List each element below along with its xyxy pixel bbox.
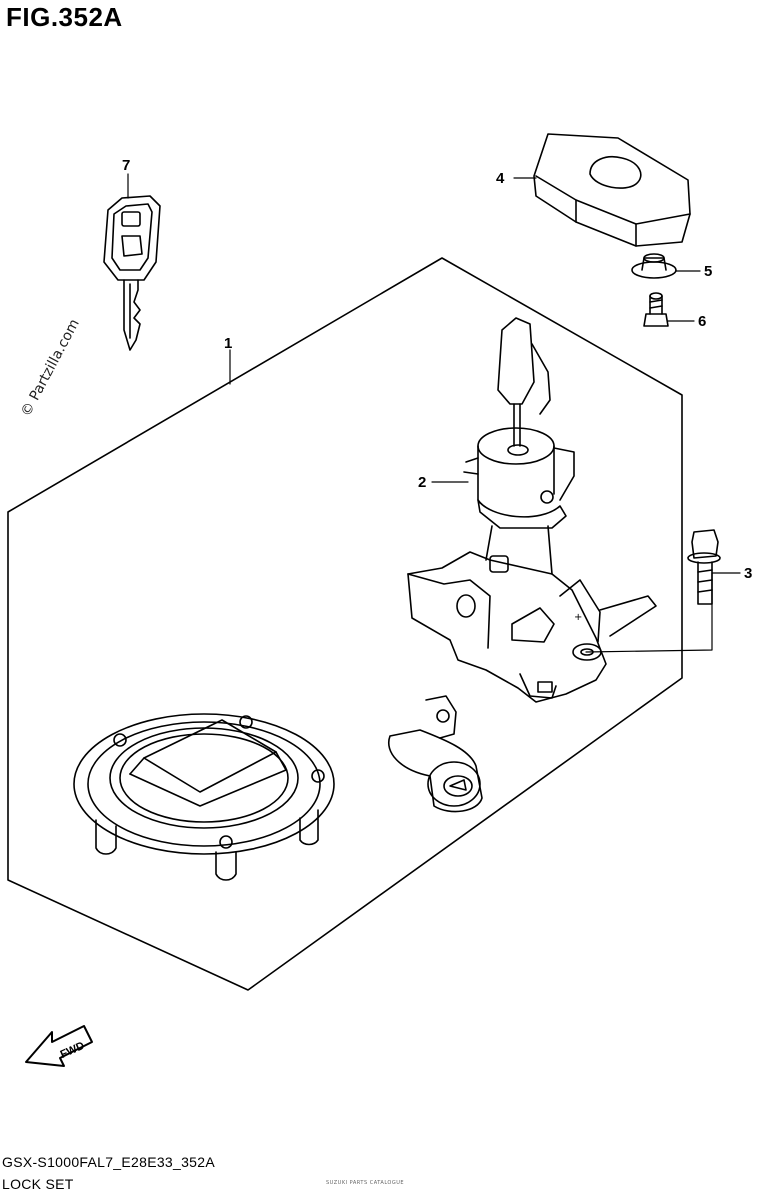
callout-6: 6 xyxy=(698,313,706,330)
callout-4: 4 xyxy=(496,170,505,187)
figure-caption: LOCK SET xyxy=(2,1176,74,1192)
callout-2: 2 xyxy=(418,474,426,491)
svg-text:+: + xyxy=(574,612,582,623)
fine-print: SUZUKI PARTS CATALOGUE xyxy=(326,1180,405,1186)
leader-lines xyxy=(127,173,741,653)
cover-drawing xyxy=(533,133,691,247)
fuel-cap-ring-drawing xyxy=(73,713,335,881)
figure-title: FIG.352A xyxy=(6,2,123,32)
lock-set-outline xyxy=(7,257,683,991)
callout-numbers: 7 1 2 3 4 5 6 xyxy=(122,157,752,582)
fwd-arrow: FWD xyxy=(25,1025,93,1067)
fwd-label: FWD xyxy=(59,1040,87,1061)
model-code: GSX-S1000FAL7_E28E33_352A xyxy=(2,1154,215,1170)
callout-1: 1 xyxy=(224,335,232,352)
key-drawing xyxy=(103,195,161,351)
callout-5: 5 xyxy=(704,263,712,280)
callout-7: 7 xyxy=(122,157,130,174)
bolt-drawing xyxy=(687,529,721,605)
ignition-switch-drawing: + xyxy=(407,317,657,703)
washer-drawing xyxy=(631,253,677,279)
callout-3: 3 xyxy=(744,565,752,582)
lock-cylinder-drawing xyxy=(388,695,483,813)
screw-drawing xyxy=(643,292,669,327)
